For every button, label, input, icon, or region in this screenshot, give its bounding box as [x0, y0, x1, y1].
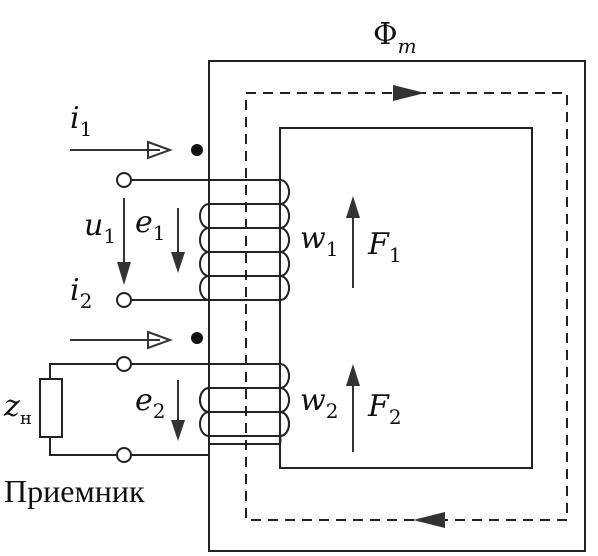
magnetic-flux-path [245, 85, 568, 528]
primary-turns-label: w1 [300, 221, 338, 261]
f2-arrow-head [346, 364, 360, 386]
transformer-core [208, 60, 586, 552]
load-top-wire [49, 363, 117, 379]
primary-coil-turns-b [199, 251, 290, 301]
core-outer-edge [208, 60, 586, 552]
secondary-coil-turn-4 [279, 411, 290, 437]
secondary-winding [116, 332, 290, 463]
e2-arrow-head [171, 420, 185, 441]
primary-mmf-arrow [346, 196, 360, 288]
secondary-current-arrow [70, 330, 173, 350]
i2-arrow-head [147, 330, 173, 350]
flux-direction-arrow-top [393, 85, 425, 101]
load-bottom-wire [49, 437, 117, 456]
primary-mmf-label: F1 [367, 227, 402, 267]
secondary-coil-turns [199, 363, 290, 437]
e1-arrow-head [171, 252, 185, 273]
primary-coil-turns-a [199, 179, 290, 253]
secondary-coil-turn-2 [279, 387, 290, 413]
flux-dashed-loop [245, 92, 568, 521]
secondary-terminal-top [116, 356, 132, 372]
secondary-bottom-lead [130, 435, 282, 456]
receiver-label: Приемник [4, 473, 145, 509]
secondary-emf-arrow [171, 380, 185, 441]
primary-voltage-arrow [117, 198, 131, 285]
primary-terminal-top [116, 172, 132, 188]
u1-arrow-head [117, 262, 131, 285]
load-impedance-resistor [39, 378, 63, 438]
secondary-polarity-dot [191, 332, 203, 344]
primary-terminal-bottom [116, 292, 132, 308]
load-circuit [39, 363, 117, 456]
secondary-mmf-arrow [346, 364, 360, 452]
primary-coil-turn-4 [199, 251, 210, 277]
core-window-edge [279, 127, 533, 469]
flux-label: Φm [373, 17, 417, 58]
primary-coil-turn-2 [279, 203, 290, 229]
secondary-mmf-label: F2 [367, 389, 402, 429]
secondary-coil-turn-5 [199, 387, 210, 413]
primary-current-label: i1 [70, 101, 92, 141]
primary-voltage-label: u1 [84, 208, 116, 248]
primary-current-arrow [70, 140, 173, 160]
primary-polarity-dot [191, 144, 203, 156]
secondary-terminal-bottom [116, 447, 132, 463]
secondary-emf-label: e2 [135, 383, 166, 423]
primary-winding [116, 144, 290, 308]
primary-emf-arrow [171, 208, 185, 273]
secondary-turns-label: w2 [300, 383, 338, 423]
f1-arrow-head [346, 196, 360, 218]
secondary-current-label: i2 [70, 273, 92, 313]
primary-emf-label: e1 [135, 205, 166, 245]
flux-direction-arrow-bottom [413, 512, 445, 528]
secondary-coil-turn-3 [199, 411, 280, 437]
primary-coil-turn-3 [199, 227, 280, 253]
i1-arrow-head [147, 140, 173, 160]
load-impedance-label: zн [3, 389, 32, 429]
primary-coil-turn-5 [279, 275, 290, 301]
